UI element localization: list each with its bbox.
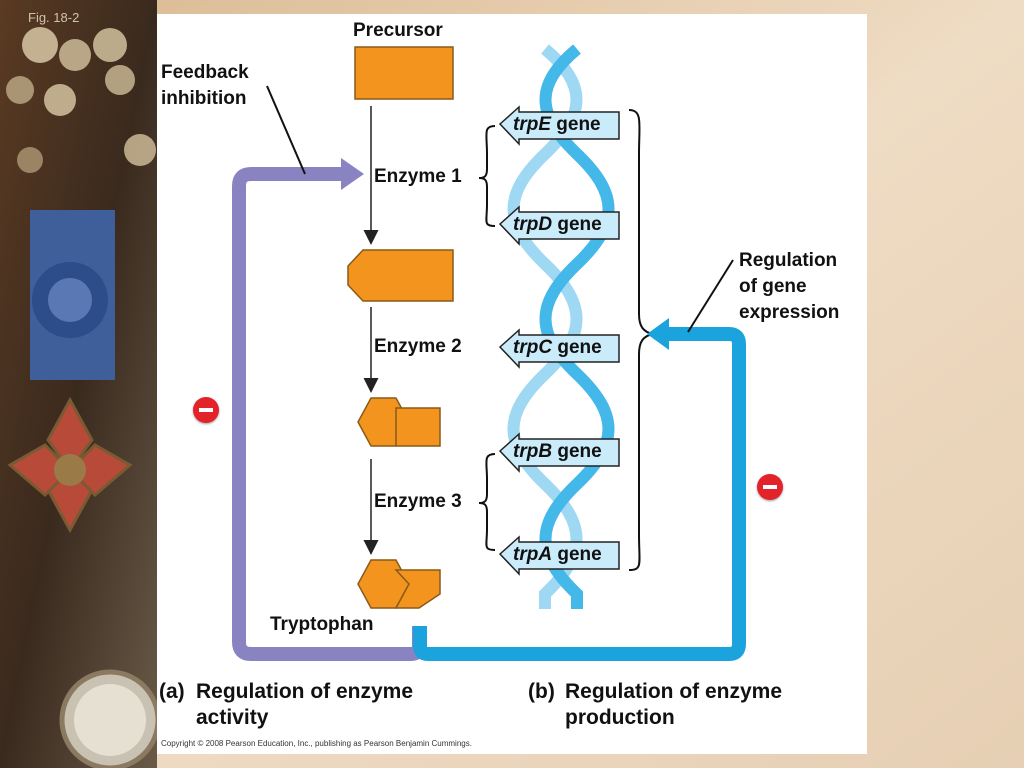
gene-trpC-arrow <box>498 328 620 369</box>
operon-brace <box>628 109 654 571</box>
caption-a-line2: activity <box>196 706 269 729</box>
regulation-label-line2: of gene <box>739 276 807 297</box>
gene-label-trpB: trpB gene <box>513 441 602 462</box>
feedback-inhibition-label-line1: Feedback <box>161 62 249 83</box>
figure-label: Fig. 18-2 <box>28 10 80 25</box>
copyright-notice: Copyright © 2008 Pearson Education, Inc.… <box>161 739 472 748</box>
intermediate2-shape <box>357 397 441 447</box>
tryptophan-label: Tryptophan <box>270 614 374 635</box>
dna-double-helix <box>507 44 615 609</box>
trp-operon-diagram <box>232 44 746 661</box>
caption-a-line1: Regulation of enzyme <box>196 680 414 703</box>
enzyme1-label: Enzyme 1 <box>374 166 462 187</box>
regulation-label-line1: Regulation <box>739 250 838 271</box>
gene-label-trpA: trpA gene <box>513 544 602 565</box>
caption-a-prefix: (a) <box>159 680 185 703</box>
enzyme2-label: Enzyme 2 <box>374 336 462 357</box>
intermediate1-shape <box>347 249 454 302</box>
caption-b-prefix: (b) <box>528 680 555 703</box>
enzyme3-label: Enzyme 3 <box>374 491 462 512</box>
caption-b-line1: Regulation of enzyme <box>565 680 783 703</box>
regulation-pointer-line <box>687 259 734 333</box>
tryptophan-shape <box>357 559 441 609</box>
gene-trpE-arrow <box>498 105 620 146</box>
gene-trpD-arrow <box>498 205 620 246</box>
enzyme1-brace <box>478 125 496 227</box>
gene-regulation-arrow <box>413 327 746 661</box>
medal-cross <box>7 396 133 534</box>
diagram-panel: Precursor Feedback inhibition Enzyme 1 E… <box>157 14 867 754</box>
precursor-label: Precursor <box>353 20 443 41</box>
gene-label-trpE: trpE gene <box>513 114 601 135</box>
enzyme3-brace <box>478 453 496 551</box>
feedback-inhibition-label-line2: inhibition <box>161 88 247 109</box>
caption-b-line2: production <box>565 706 675 729</box>
feedback-arrowhead <box>341 158 364 190</box>
gene-trpB-arrow <box>498 432 620 473</box>
feedback-inhibition-minus-icon <box>193 397 219 423</box>
game-pieces-decoration <box>6 27 156 173</box>
precursor-shape <box>354 46 454 100</box>
gene-trpA-arrow <box>498 535 620 576</box>
feedback-pointer-line <box>266 85 306 175</box>
gene-regulation-arrowhead <box>647 318 669 350</box>
gene-repression-minus-icon <box>757 474 783 500</box>
regulation-label-line3: expression <box>739 302 840 323</box>
gene-label-trpC: trpC gene <box>513 337 602 358</box>
gene-label-trpD: trpD gene <box>513 214 602 235</box>
dna-strand-front <box>539 44 615 609</box>
